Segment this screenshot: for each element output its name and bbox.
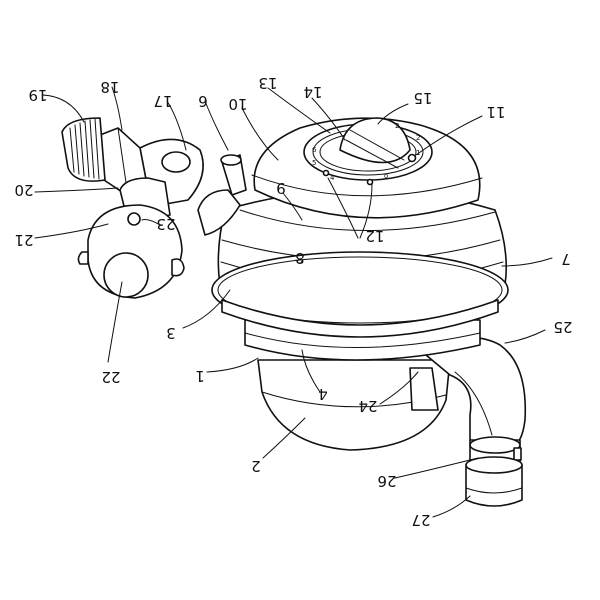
label-13: 13: [258, 74, 277, 92]
label-4: 4: [318, 385, 328, 403]
label-18: 18: [100, 78, 119, 96]
label-2: 2: [251, 457, 261, 475]
label-22: 22: [101, 368, 120, 386]
label-9: 9: [276, 179, 286, 197]
label-21: 21: [14, 231, 33, 249]
label-12: 12: [365, 227, 384, 245]
label-26: 26: [377, 472, 396, 490]
label-8: 8: [295, 249, 305, 267]
label-24: 24: [358, 397, 377, 415]
side-connector: [197, 189, 241, 236]
svg-text:o: o: [384, 172, 388, 180]
leader-lines: [34, 86, 556, 518]
svg-text:6: 6: [312, 146, 317, 154]
dial-knob: [339, 117, 411, 164]
svg-text:2: 2: [395, 122, 399, 130]
label-11: 11: [486, 103, 505, 121]
label-1: 1: [195, 367, 205, 385]
label-10: 10: [228, 95, 247, 113]
label-27: 27: [411, 511, 430, 529]
outlet-tip: [465, 464, 523, 507]
valve-screw: [127, 212, 141, 226]
label-3: 3: [166, 324, 176, 342]
svg-text:5: 5: [312, 159, 316, 167]
label-6: 6: [198, 92, 208, 110]
label-17: 17: [153, 92, 172, 110]
label-14: 14: [303, 83, 322, 101]
label-20: 20: [14, 181, 33, 199]
band-bracket: [409, 367, 439, 411]
valve-knob: [103, 252, 149, 298]
label-15: 15: [413, 89, 432, 107]
label-19: 19: [28, 86, 47, 104]
threaded-end: [61, 117, 106, 182]
label-23: 23: [156, 215, 175, 233]
svg-text:4: 4: [330, 174, 335, 182]
svg-text:2: 2: [416, 134, 420, 142]
label-7: 7: [561, 250, 571, 268]
reference-numerals: 19 18 17 6 10 13 14 15 11 9 12 8 7 25 3 …: [14, 74, 572, 529]
label-25: 25: [553, 318, 572, 336]
lower-body: [257, 359, 451, 451]
